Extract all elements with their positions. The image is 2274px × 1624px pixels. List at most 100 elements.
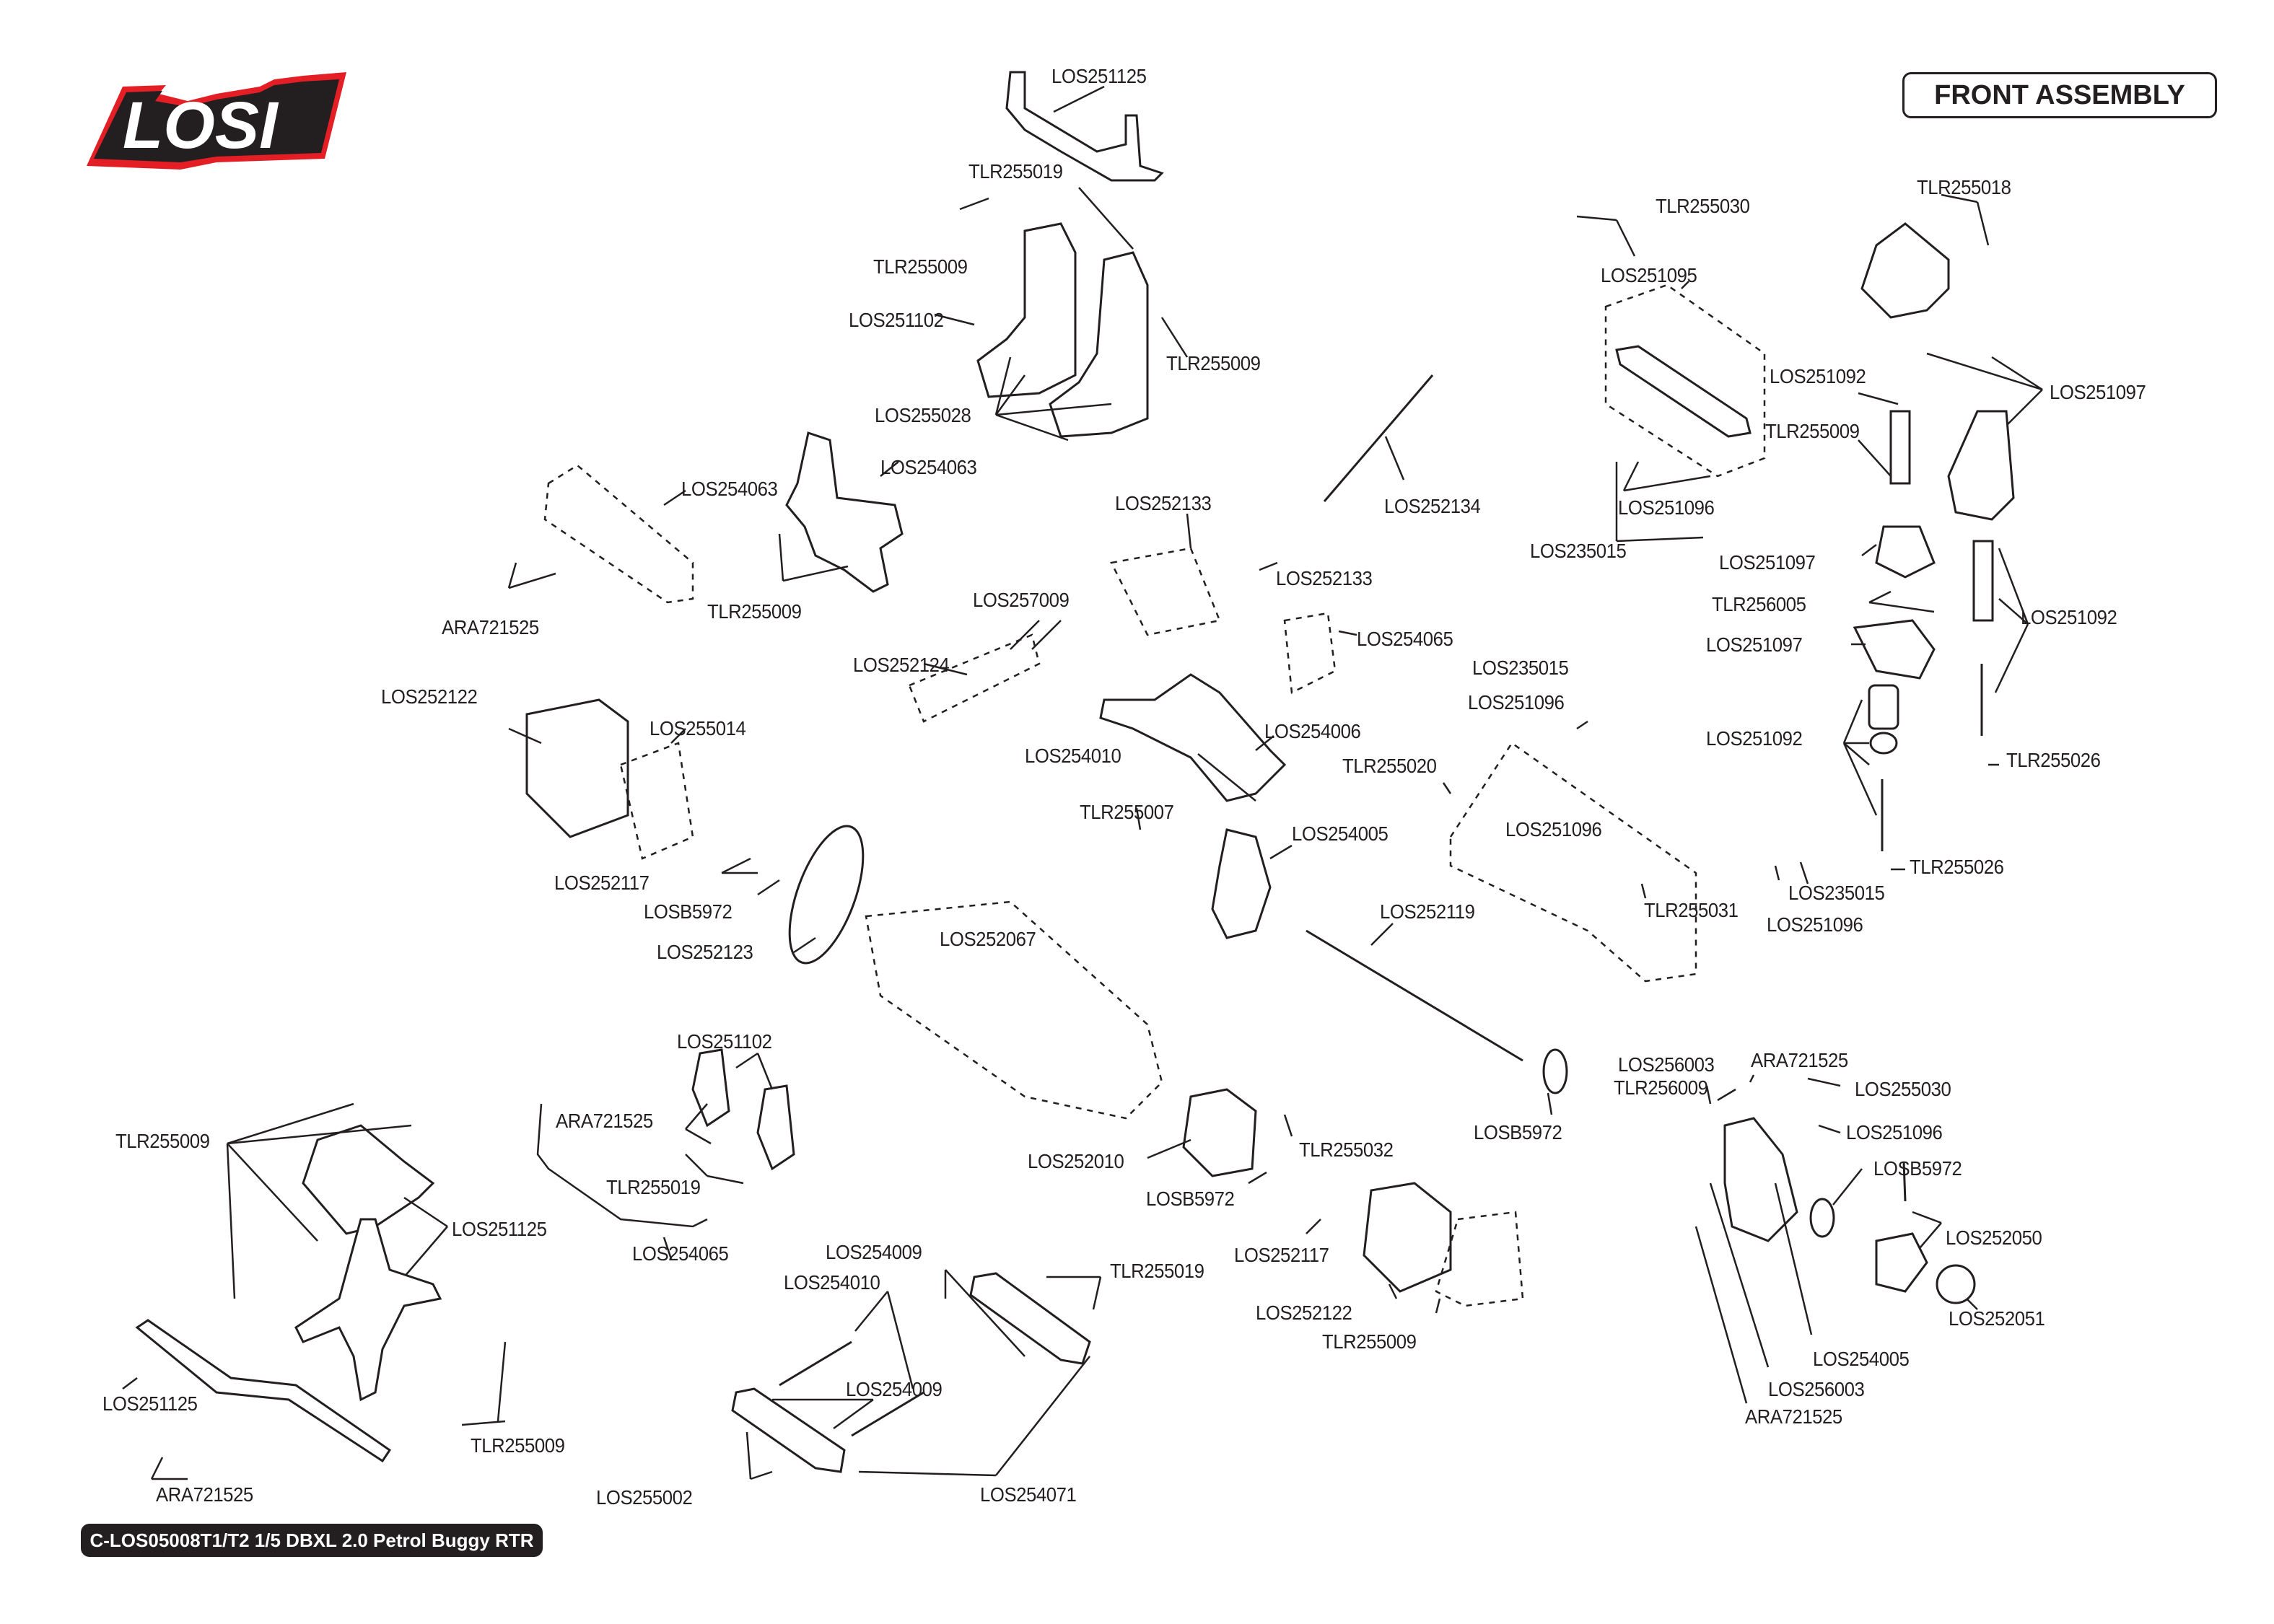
callout-label: LOS254006 <box>1264 720 1361 742</box>
callout-label: LOS254010 <box>1025 745 1121 767</box>
callout-label: TLR255018 <box>1917 176 2011 198</box>
callout-label: TLR255019 <box>968 160 1063 183</box>
callout-label: LOS254063 <box>681 478 778 500</box>
section-title: FRONT ASSEMBLY <box>1902 72 2217 118</box>
callout-label: TLR255019 <box>1110 1260 1204 1282</box>
callout-label: TLR255009 <box>115 1130 210 1152</box>
part-spur-gear <box>788 825 865 965</box>
callout-label: LOS251097 <box>1719 551 1816 574</box>
callout-label: LOS252133 <box>1276 567 1373 589</box>
callout-label: ARA721525 <box>556 1110 653 1132</box>
callout-label: LOS252122 <box>1256 1302 1352 1324</box>
part-wheel-hex <box>1875 1232 1976 1304</box>
callout-label: ARA721525 <box>1751 1049 1848 1071</box>
callout-label: LOS251095 <box>1601 264 1697 286</box>
callout-label: LOS252117 <box>1234 1244 1329 1266</box>
callout-label: LOSB5972 <box>1474 1121 1562 1144</box>
part-diff-case-left <box>525 698 629 838</box>
callout-label: LOS251096 <box>1846 1121 1943 1144</box>
callout-label: LOS256003 <box>1768 1378 1865 1400</box>
callout-label: LOS257009 <box>973 589 1070 611</box>
callout-label: TLR255026 <box>2006 749 2101 771</box>
callout-label: ARA721525 <box>442 616 539 638</box>
callout-label: LOS251125 <box>102 1392 198 1415</box>
logo-text: LOSI <box>123 89 279 162</box>
part-bellcrank-upper <box>1947 410 2015 521</box>
callout-label: LOS254005 <box>1813 1348 1910 1370</box>
callout-label: ARA721525 <box>156 1483 253 1506</box>
callout-label: LOS254065 <box>1357 628 1453 650</box>
callout-label: TLR255009 <box>1322 1330 1417 1353</box>
callout-label: LOS254065 <box>632 1242 729 1265</box>
callout-label: LOS256003 <box>1618 1053 1715 1076</box>
callout-label: LOS252134 <box>1384 495 1481 517</box>
callout-label: LOS251092 <box>1706 727 1803 750</box>
callout-label: LOS252010 <box>1028 1150 1124 1172</box>
callout-label: LOS235015 <box>1472 657 1569 679</box>
part-front-arm <box>1099 673 1287 802</box>
callout-label: LOS252124 <box>853 654 950 676</box>
part-bulkhead-left <box>976 222 1077 398</box>
part-shock-tower <box>785 431 904 593</box>
product-label: C-LOS05008T1/T2 1/5 DBXL 2.0 Petrol Bugg… <box>81 1524 543 1557</box>
callout-label: LOS251102 <box>677 1030 772 1053</box>
callout-label: LOS235015 <box>1788 882 1885 904</box>
callout-label: LOS254010 <box>784 1271 880 1294</box>
callout-label: LOS255030 <box>1855 1078 1951 1100</box>
callout-label: LOS252067 <box>940 928 1036 950</box>
callout-label: LOS254063 <box>880 456 977 478</box>
callout-label: TLR255026 <box>1910 856 2004 878</box>
part-hinge-brace-left <box>731 1387 846 1473</box>
part-center-driveshaft <box>1323 374 1434 502</box>
callout-label: LOS251097 <box>1706 633 1803 656</box>
part-post-tube <box>1889 410 1911 485</box>
callout-label: LOS254009 <box>826 1241 922 1263</box>
part-sway-bar <box>536 1103 708 1228</box>
callout-label: LOS254009 <box>846 1378 943 1400</box>
callout-label: LOS252051 <box>1949 1307 2045 1330</box>
callout-label: LOS251097 <box>2050 381 2146 403</box>
callout-label: LOS252133 <box>1115 492 1212 514</box>
part-bumper-brace <box>294 1218 442 1402</box>
callout-label: LOS251096 <box>1468 691 1565 714</box>
callout-label: TLR255009 <box>873 255 968 278</box>
callout-label: LOS252119 <box>1380 900 1475 923</box>
callout-label: TLR255032 <box>1299 1138 1394 1161</box>
callout-label: TLR255031 <box>1644 899 1739 921</box>
callout-label: LOS251096 <box>1618 496 1715 519</box>
part-hinge-brace-right <box>969 1272 1091 1365</box>
callout-label: LOS251092 <box>1770 365 1866 387</box>
callout-label: ARA721525 <box>1745 1405 1842 1428</box>
part-top-plate <box>1860 222 1950 319</box>
callout-label: LOS254005 <box>1292 822 1389 845</box>
part-bumper-main <box>135 1319 392 1463</box>
part-bulkhead-right <box>1049 251 1149 438</box>
callout-label: LOS251096 <box>1505 818 1602 840</box>
callout-label: LOS251125 <box>1051 65 1147 87</box>
callout-label: LOS255028 <box>875 404 971 426</box>
callout-label: TLR255030 <box>1656 195 1750 217</box>
part-front-driveshaft <box>1306 929 1523 1062</box>
part-bellcrank-lower <box>1853 619 1936 680</box>
callout-label: TLR255009 <box>471 1434 565 1457</box>
callout-label: TLR256009 <box>1614 1076 1708 1099</box>
callout-label: TLR255009 <box>1765 420 1860 442</box>
part-diff-housing <box>1182 1088 1257 1177</box>
part-steering-rack-plate <box>1615 345 1752 438</box>
callout-label: LOS251125 <box>452 1218 547 1240</box>
callout-label: LOS235015 <box>1530 540 1627 562</box>
part-servo-saver-spring <box>1868 684 1899 851</box>
callout-label: TLR255009 <box>707 600 802 623</box>
callout-label: LOS251102 <box>849 309 944 331</box>
callout-label: TLR255019 <box>606 1176 701 1198</box>
part-bellcrank-mid <box>1875 525 1936 579</box>
callout-label: LOS252117 <box>554 872 650 894</box>
callout-label: LOS255014 <box>650 717 746 739</box>
part-bumper-upper <box>1005 71 1164 182</box>
callout-label: TLR256005 <box>1712 593 1806 615</box>
callout-label: TLR255009 <box>1166 352 1261 374</box>
callout-label: LOSB5972 <box>644 900 733 923</box>
callout-label: LOS252123 <box>657 941 753 963</box>
part-post-right <box>1972 540 1994 736</box>
